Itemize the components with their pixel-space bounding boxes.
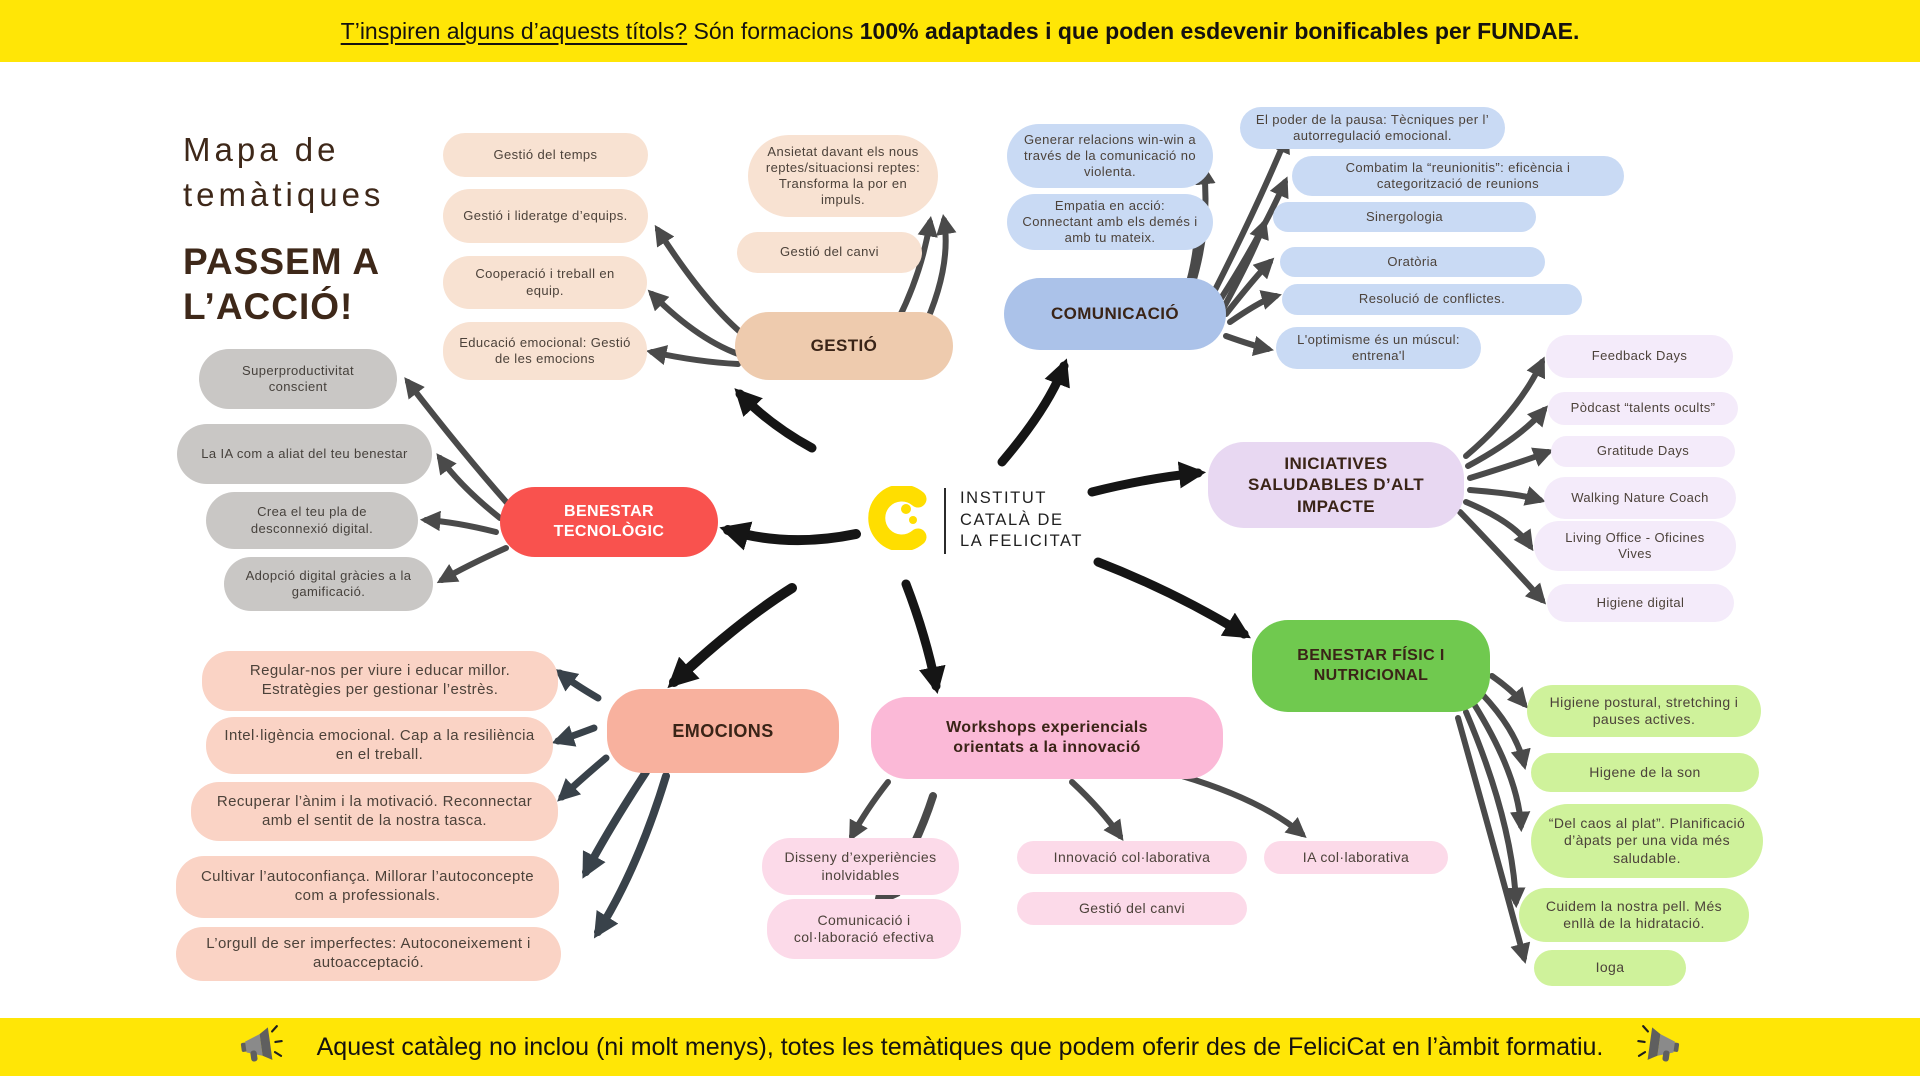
topic-bubble: Feedback Days: [1546, 335, 1733, 378]
topic-bubble: Pòdcast “talents ocults”: [1548, 392, 1738, 425]
topic-bubble: Recuperar l’ànim i la motivació. Reconne…: [191, 782, 558, 841]
topic-bubble: La IA com a aliat del teu benestar: [177, 424, 432, 484]
cluster-node-comunicacio: COMUNICACIÓ: [1004, 278, 1226, 350]
topic-bubble: Gestió del temps: [443, 133, 648, 177]
topic-bubble: Sinergologia: [1273, 202, 1536, 232]
topic-bubble: Higene de la son: [1531, 753, 1759, 792]
topic-bubble: Intel·ligència emocional. Cap a la resil…: [206, 717, 553, 774]
cta-line-2: L’ACCIÓ!: [183, 286, 354, 328]
banner-link[interactable]: T’inspiren alguns d’aquests títols?: [340, 17, 688, 44]
topic-bubble: Ansietat davant els nous reptes/situacio…: [748, 135, 938, 217]
topic-bubble: Disseny d’experiències inolvidables: [762, 838, 959, 895]
banner-text: Són formacions: [687, 17, 860, 44]
cluster-node-iniciatives: INICIATIVES SALUDABLES D’ALT IMPACTE: [1208, 442, 1464, 528]
logo-text-line: INSTITUT: [960, 488, 1048, 507]
institut-logo: INSTITUT CATALÀ DE LA FELICITAT: [866, 484, 1084, 555]
topic-bubble: Resolució de conflictes.: [1282, 284, 1582, 315]
topic-bubble: IA col·laborativa: [1264, 841, 1448, 874]
topic-bubble: Cuidem la nostra pell. Més enllà de la h…: [1519, 888, 1749, 942]
megaphone-icon: [1637, 1024, 1681, 1071]
title-line-2: temàtiques: [183, 175, 385, 213]
title-line-1: Mapa de: [183, 131, 340, 168]
page-title: Mapa de temàtiques PASSEM A L’ACCIÓ!: [183, 128, 384, 329]
topic-bubble: Walking Nature Coach: [1544, 477, 1736, 519]
cluster-node-benestar-tecnologic: BENESTAR TECNOLÒGIC: [500, 487, 718, 557]
topic-bubble: Superproductivitat conscient: [199, 349, 397, 409]
cta-line-1: PASSEM A: [183, 241, 381, 283]
topic-bubble: Generar relacions win-win a través de la…: [1007, 124, 1213, 188]
topic-bubble: L'optimisme és un múscul: entrena'l: [1276, 327, 1481, 369]
topic-bubble: Living Office - Oficines Vives: [1534, 521, 1736, 571]
logo-text-line: CATALÀ DE: [960, 510, 1064, 529]
topic-bubble: Gestió del canvi: [737, 232, 922, 273]
topic-bubble: Comunicació i col·laboració efectiva: [767, 899, 961, 959]
topic-bubble: Cooperació i treball en equip.: [443, 256, 647, 309]
topic-bubble: “Del caos al plat”. Planificació d’àpats…: [1531, 804, 1763, 878]
topic-bubble: Gratitude Days: [1551, 436, 1735, 467]
cluster-node-benestar-fisic: BENESTAR FÍSIC I NUTRICIONAL: [1252, 620, 1490, 712]
topic-bubble: Cultivar l’autoconfiança. Millorar l’aut…: [176, 856, 559, 918]
topic-bubble: Ioga: [1534, 950, 1686, 986]
megaphone-icon: [239, 1024, 283, 1071]
topic-bubble: Regular-nos per viure i educar millor. E…: [202, 651, 558, 711]
topic-bubble: L’orgull de ser imperfectes: Autoconeixe…: [176, 927, 561, 981]
topic-bubble: Combatim la “reunionitis”: eficència i c…: [1292, 156, 1624, 196]
topic-bubble: Oratòria: [1280, 247, 1545, 277]
topic-bubble: Adopció digital gràcies a la gamificació…: [224, 557, 433, 611]
logo-divider: [944, 487, 946, 554]
topic-bubble: Crea el teu pla de desconnexió digital.: [206, 492, 418, 549]
topic-bubble: Educació emocional: Gestió de les emocio…: [443, 322, 647, 380]
smiley-c-icon: [866, 484, 928, 555]
topic-bubble: Empatia en acció: Connectant amb els dem…: [1007, 194, 1213, 250]
banner-period: .: [1572, 17, 1580, 44]
cluster-node-workshops: Workshops experiencials orientats a la i…: [871, 697, 1223, 779]
cluster-node-emocions: EMOCIONS: [607, 689, 839, 773]
topic-bubble: Gestió i lideratge d’equips.: [443, 189, 648, 243]
topic-bubble: Innovació col·laborativa: [1017, 841, 1247, 874]
cluster-node-gestio: GESTIÓ: [735, 312, 953, 380]
bottom-banner-text: Aquest catàleg no inclou (ni molt menys)…: [316, 1032, 1604, 1061]
topic-bubble: Higiene digital: [1547, 584, 1734, 622]
topic-bubble: Higiene postural, stretching i pauses ac…: [1527, 685, 1761, 737]
logo-text-line: LA FELICITAT: [960, 532, 1084, 551]
bottom-banner: Aquest catàleg no inclou (ni molt menys)…: [0, 1018, 1920, 1076]
topic-bubble: El poder de la pausa: Tècniques per l’ a…: [1240, 107, 1505, 149]
banner-bold-text: 100% adaptades i que poden esdevenir bon…: [859, 17, 1573, 44]
topic-bubble: Gestió del canvi: [1017, 892, 1247, 925]
top-banner: T’inspiren alguns d’aquests títols? Són …: [0, 0, 1920, 62]
